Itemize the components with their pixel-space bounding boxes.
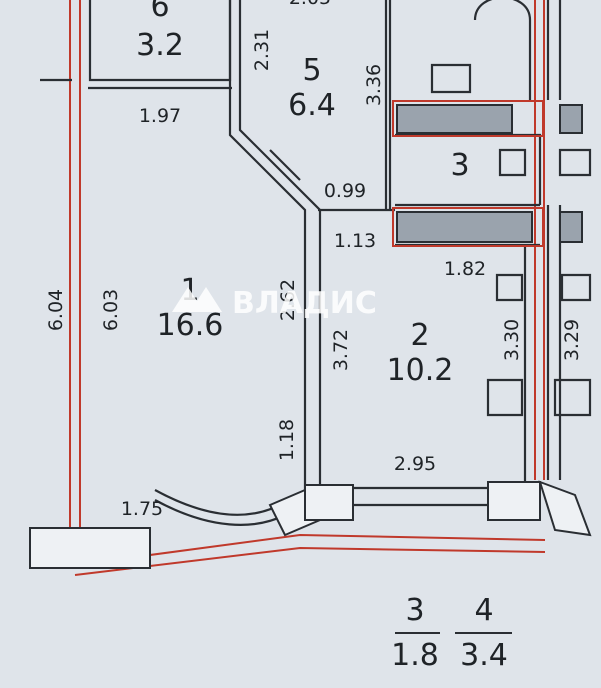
dim-kitchen-right: 3.30 — [501, 319, 523, 361]
room-1-area: 16.6 — [157, 308, 224, 343]
dimension-labels: 2.05 1.97 0.99 1.13 1.82 2.95 1.75 2.31 … — [45, 0, 583, 520]
balcony-3-area: 1.8 — [391, 638, 439, 673]
watermark: ВЛАДИС — [172, 286, 377, 321]
room-2-number: 2 — [410, 318, 429, 353]
room-5-area: 6.4 — [288, 88, 336, 123]
balcony-3-number: 3 — [405, 593, 424, 628]
dim-room1-height: 6.03 — [100, 289, 122, 331]
dim-room5-width-top: 2.05 — [289, 0, 331, 9]
dim-room5-height: 3.36 — [363, 64, 385, 106]
room-6-area: 3.2 — [136, 28, 184, 63]
window-blocks — [29, 480, 592, 569]
room-2-area: 10.2 — [387, 353, 454, 388]
dim-room5-left: 2.31 — [251, 29, 273, 71]
dim-kitchen-height: 3.72 — [330, 329, 352, 371]
hatched-strips — [396, 104, 583, 243]
dim-kitchen-entry: 1.13 — [334, 230, 376, 252]
watermark-text: ВЛАДИС — [232, 286, 377, 321]
interior-walls — [40, 0, 592, 526]
dim-room1-top: 1.97 — [139, 105, 181, 127]
room-6-number: 6 — [150, 0, 169, 24]
dim-outer-right: 3.29 — [561, 319, 583, 361]
dim-room1-window: 1.75 — [121, 498, 163, 520]
dim-room1-window-side: 1.18 — [276, 419, 298, 461]
balcony-4-area: 3.4 — [460, 638, 508, 673]
room-3-number: 3 — [450, 148, 469, 183]
dim-bath-width: 0.99 — [324, 180, 366, 202]
red-strip-frames — [392, 100, 544, 247]
room-labels: 6 3.2 5 6.4 3 1 16.6 2 10.2 3 1.8 4 3.4 — [136, 0, 508, 673]
dim-outer-left: 6.04 — [45, 289, 67, 331]
dim-kitchen-width: 1.82 — [444, 258, 486, 280]
watermark-logo-icon — [172, 287, 222, 312]
balcony-4-number: 4 — [474, 593, 493, 628]
dim-room1-partition: 2.62 — [277, 279, 299, 321]
dim-kitchen-window: 2.95 — [394, 453, 436, 475]
room-5-number: 5 — [302, 53, 321, 88]
